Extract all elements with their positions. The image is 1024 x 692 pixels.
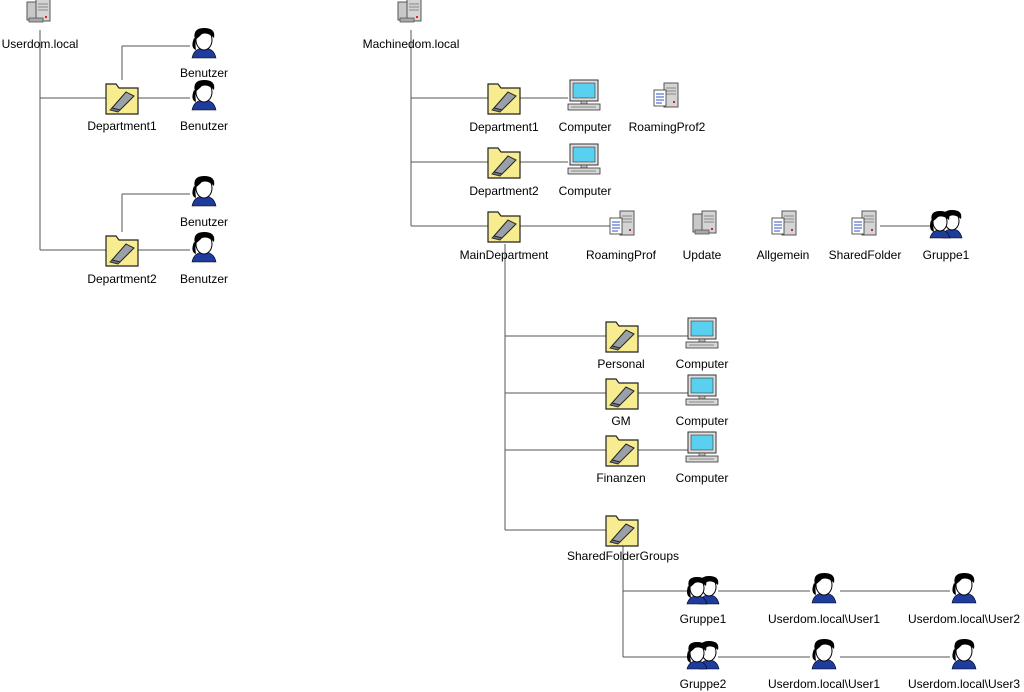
folder-icon bbox=[605, 378, 639, 410]
group1-user-b[interactable]: Userdom.local\User2 bbox=[908, 572, 1020, 626]
folder-icon bbox=[605, 515, 639, 547]
node-label: RoamingProf bbox=[586, 248, 657, 262]
right-department2-computer[interactable]: Computer bbox=[559, 143, 612, 198]
connector-lines bbox=[39, 30, 950, 658]
left-department1-user-bottom[interactable]: Benutzer bbox=[180, 79, 228, 133]
server-document-icon bbox=[653, 82, 679, 108]
computer-icon bbox=[567, 143, 601, 175]
user-icon bbox=[191, 79, 217, 111]
left-department2-user-top[interactable]: Benutzer bbox=[180, 175, 228, 229]
server-icon bbox=[692, 210, 717, 235]
user-icon bbox=[191, 175, 217, 207]
left-department2-node[interactable]: Department2 bbox=[87, 235, 157, 286]
computer-icon bbox=[685, 374, 719, 406]
server-document-icon bbox=[771, 210, 797, 236]
user-icon bbox=[951, 638, 977, 670]
computer-icon bbox=[685, 431, 719, 463]
user-icon bbox=[811, 638, 837, 670]
server-document-icon bbox=[609, 210, 635, 236]
gm-node[interactable]: GM bbox=[605, 378, 639, 428]
group-icon bbox=[686, 575, 720, 605]
node-label: SharedFolder bbox=[829, 248, 902, 262]
node-label: Computer bbox=[676, 357, 729, 371]
node-label: Userdom.local\User2 bbox=[908, 612, 1020, 626]
group-icon bbox=[929, 209, 963, 239]
node-label: Computer bbox=[559, 120, 612, 134]
left-root-node[interactable]: Userdom.local bbox=[2, 0, 79, 51]
personal-node[interactable]: Personal bbox=[597, 321, 645, 371]
node-label: Benutzer bbox=[180, 215, 228, 229]
node-label: Benutzer bbox=[180, 119, 228, 133]
user-icon bbox=[811, 572, 837, 604]
node-label: Benutzer bbox=[180, 272, 228, 286]
left-department1-node[interactable]: Department1 bbox=[87, 83, 157, 133]
node-label: Computer bbox=[676, 414, 729, 428]
gm-computer[interactable]: Computer bbox=[676, 374, 729, 428]
update-server[interactable]: Update bbox=[683, 210, 722, 262]
group2-user-b[interactable]: Userdom.local\User3 bbox=[908, 638, 1020, 691]
group1-user-a[interactable]: Userdom.local\User1 bbox=[768, 572, 880, 626]
node-label: Benutzer bbox=[180, 66, 228, 80]
group2-node[interactable]: Gruppe2 bbox=[680, 640, 727, 691]
finanzen-node[interactable]: Finanzen bbox=[596, 435, 646, 485]
node-label: Userdom.local bbox=[2, 37, 79, 51]
sharedfolder-server[interactable]: SharedFolder bbox=[829, 210, 902, 262]
server-document-icon bbox=[851, 210, 877, 236]
node-label: Department2 bbox=[87, 272, 157, 286]
finanzen-computer[interactable]: Computer bbox=[676, 431, 729, 485]
server-icon bbox=[397, 0, 422, 23]
folder-icon bbox=[605, 435, 639, 467]
server-icon bbox=[26, 0, 51, 23]
node-label: SharedFolderGroups bbox=[567, 549, 679, 563]
left-department1-user-top[interactable]: Benutzer bbox=[180, 27, 228, 80]
sharedfolder-group[interactable]: Gruppe1 bbox=[923, 209, 970, 262]
node-label: Computer bbox=[676, 471, 729, 485]
folder-icon bbox=[605, 321, 639, 353]
node-label: GM bbox=[611, 414, 630, 428]
computer-icon bbox=[685, 317, 719, 349]
right-department1-profile-server[interactable]: RoamingProf2 bbox=[629, 82, 706, 134]
node-label: Computer bbox=[559, 184, 612, 198]
node-label: Gruppe1 bbox=[680, 612, 727, 626]
node-label: Department1 bbox=[469, 120, 539, 134]
folder-icon bbox=[487, 147, 521, 179]
node-label: Personal bbox=[597, 357, 644, 371]
node-label: MainDepartment bbox=[460, 248, 549, 262]
roamingprof-server[interactable]: RoamingProf bbox=[586, 210, 657, 262]
folder-icon bbox=[105, 83, 139, 115]
user-icon bbox=[191, 231, 217, 263]
right-department1-computer[interactable]: Computer bbox=[559, 79, 612, 134]
folder-icon bbox=[487, 211, 521, 243]
folder-icon bbox=[105, 235, 139, 267]
shared-folder-groups-node[interactable]: SharedFolderGroups bbox=[567, 515, 679, 563]
user-icon bbox=[191, 27, 217, 59]
personal-computer[interactable]: Computer bbox=[676, 317, 729, 371]
user-icon bbox=[951, 572, 977, 604]
node-label: Update bbox=[683, 248, 722, 262]
node-label: Userdom.local\User1 bbox=[768, 677, 880, 691]
computer-icon bbox=[567, 79, 601, 111]
folder-icon bbox=[487, 83, 521, 115]
node-label: Machinedom.local bbox=[363, 37, 460, 51]
node-label: RoamingProf2 bbox=[629, 120, 706, 134]
group1-node[interactable]: Gruppe1 bbox=[680, 575, 727, 626]
node-label: Userdom.local\User1 bbox=[768, 612, 880, 626]
node-label: Department2 bbox=[469, 184, 539, 198]
group-icon bbox=[686, 640, 720, 670]
allgemein-server[interactable]: Allgemein bbox=[757, 210, 810, 262]
node-label: Allgemein bbox=[757, 248, 810, 262]
right-department1-node[interactable]: Department1 bbox=[469, 83, 539, 134]
node-label: Gruppe1 bbox=[923, 248, 970, 262]
node-label: Department1 bbox=[87, 119, 157, 133]
right-department2-node[interactable]: Department2 bbox=[469, 147, 539, 198]
right-root-node[interactable]: Machinedom.local bbox=[363, 0, 460, 51]
node-label: Userdom.local\User3 bbox=[908, 677, 1020, 691]
main-department-node[interactable]: MainDepartment bbox=[460, 211, 549, 262]
left-department2-user-bottom[interactable]: Benutzer bbox=[180, 231, 228, 286]
node-label: Finanzen bbox=[596, 471, 645, 485]
node-label: Gruppe2 bbox=[680, 677, 727, 691]
group2-user-a[interactable]: Userdom.local\User1 bbox=[768, 638, 880, 691]
